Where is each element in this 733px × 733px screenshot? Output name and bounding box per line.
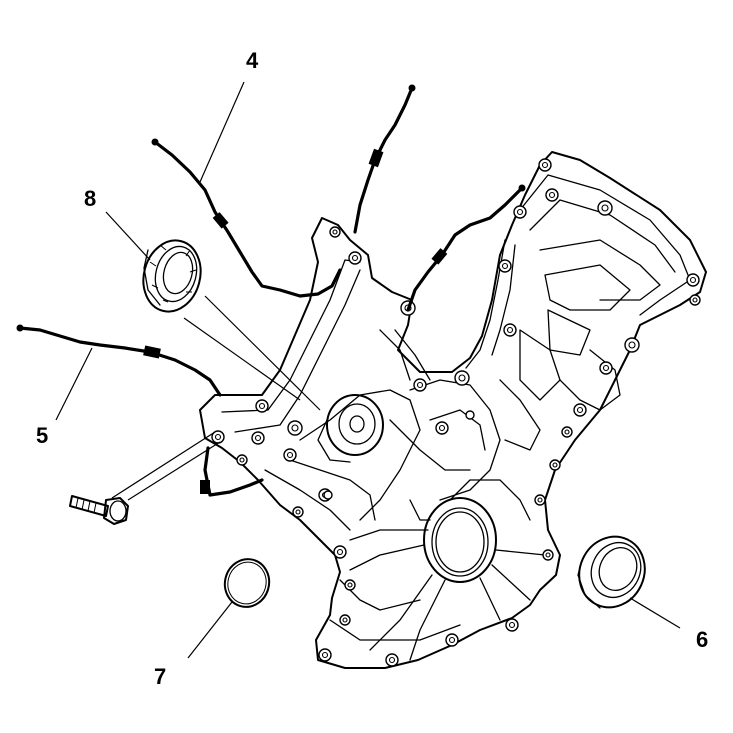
gasket-right-bank bbox=[406, 184, 526, 312]
idler-pulley bbox=[317, 394, 384, 463]
crankshaft-oil-seal bbox=[577, 535, 646, 609]
callout-5: 5 bbox=[36, 423, 48, 448]
callout-6: 6 bbox=[696, 627, 708, 652]
timing-cover bbox=[199, 151, 707, 669]
gasket-lower-left bbox=[16, 324, 264, 497]
callout-7: 7 bbox=[154, 664, 166, 689]
callout-4: 4 bbox=[246, 48, 259, 73]
leader-lines bbox=[55, 81, 681, 659]
crankshaft-bore bbox=[423, 497, 497, 583]
camshaft-seal bbox=[142, 239, 202, 313]
flange-bolt bbox=[69, 495, 129, 525]
bolt-bosses bbox=[211, 158, 701, 667]
gasket-upper-left bbox=[151, 138, 342, 298]
gasket-upper-right bbox=[353, 84, 416, 234]
o-ring bbox=[223, 558, 271, 608]
callout-8: 8 bbox=[84, 186, 96, 211]
